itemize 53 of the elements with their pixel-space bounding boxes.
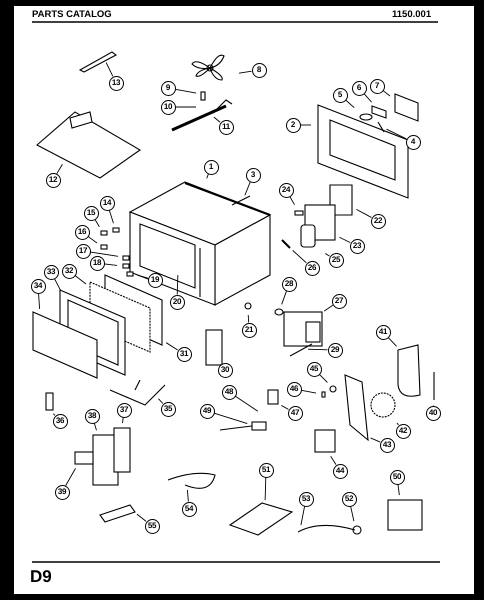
leader-line <box>300 390 317 394</box>
leader-line <box>345 100 355 108</box>
leader-line <box>234 396 258 412</box>
leader-line <box>54 278 62 292</box>
leader-line <box>292 250 307 264</box>
leader-line <box>65 468 76 486</box>
leader-line <box>324 253 330 257</box>
leader-line <box>386 128 407 140</box>
header-title: PARTS CATALOG <box>32 9 112 20</box>
leader-line <box>56 164 63 174</box>
leader-line <box>324 304 334 312</box>
leader-line <box>300 124 312 126</box>
leader-line <box>186 490 189 502</box>
leader-line <box>213 116 221 123</box>
leader-line <box>88 236 98 244</box>
leader-line <box>176 274 178 295</box>
leader-line <box>90 252 118 257</box>
leader-line <box>106 62 114 77</box>
leader-line <box>264 477 266 500</box>
leader-line <box>104 263 118 266</box>
leader-line <box>94 218 100 228</box>
leader-line <box>382 90 390 96</box>
leader-line <box>396 422 399 426</box>
leader-line <box>300 506 306 526</box>
leader-line <box>339 236 351 244</box>
leader-line <box>52 413 56 416</box>
leader-line <box>137 274 148 278</box>
leader-line <box>108 210 114 224</box>
leader-line <box>388 337 398 347</box>
leader-line <box>74 275 86 284</box>
leader-line <box>318 374 328 383</box>
leader-line <box>350 506 354 522</box>
leader-line <box>370 438 381 442</box>
leader-line <box>238 70 252 74</box>
leader-line <box>38 293 40 310</box>
leader-line <box>356 208 372 218</box>
leader-line <box>330 456 336 466</box>
leader-line <box>244 182 251 196</box>
leader-line <box>248 314 250 323</box>
page-number: D9 <box>30 567 52 587</box>
leader-line <box>214 412 248 424</box>
catalog-number: 1150.001 <box>392 9 432 20</box>
leader-line <box>364 93 372 103</box>
leader-line <box>122 417 124 424</box>
leader-line <box>136 514 147 522</box>
leader-line <box>281 290 287 305</box>
leader-line <box>398 484 400 496</box>
leader-line <box>158 398 164 404</box>
leader-line <box>280 404 289 410</box>
leader-line <box>308 348 328 350</box>
leader-line <box>166 342 178 350</box>
leader-line <box>175 106 196 108</box>
leader-line <box>174 88 197 94</box>
